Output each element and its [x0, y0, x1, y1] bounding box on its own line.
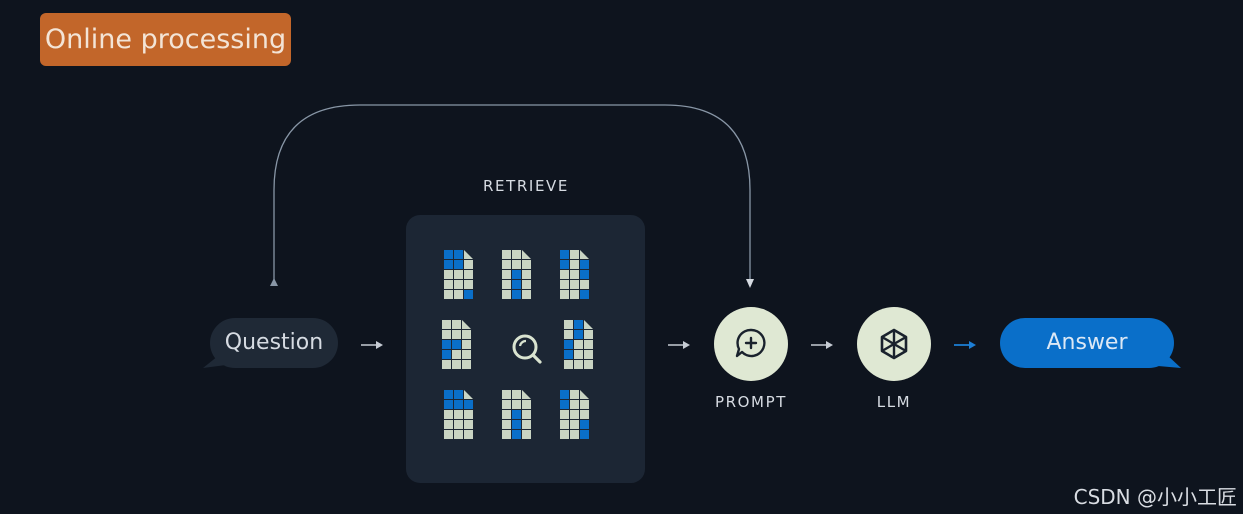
document-grid-icon	[560, 390, 589, 439]
prompt-label: PROMPT	[714, 393, 788, 411]
arrow-prompt-to-llm	[811, 341, 833, 349]
arc-start-arrowhead	[270, 278, 278, 286]
question-label: Question	[224, 330, 324, 355]
document-grid-icon	[560, 250, 589, 299]
chat-plus-icon	[735, 328, 766, 358]
document-grid-icon	[444, 390, 473, 439]
online-processing-badge: Online processing	[40, 13, 291, 66]
document-grid-icon	[442, 320, 471, 369]
question-bubble	[203, 318, 338, 368]
arrow-question-to-retrieve	[361, 341, 383, 349]
arc-end-arrowhead	[746, 279, 754, 288]
hexagon-cube-icon	[880, 328, 908, 360]
document-grid-icon	[502, 250, 531, 299]
document-grid-icon	[502, 390, 531, 439]
magnifier-icon	[512, 334, 542, 364]
retrieve-label: RETRIEVE	[483, 177, 569, 195]
llm-label: LLM	[876, 393, 912, 411]
bypass-arc	[273, 104, 751, 284]
watermark: CSDN @小小工匠	[1073, 485, 1237, 509]
document-grid-icon	[564, 320, 593, 369]
document-grid-icon	[444, 250, 473, 299]
arrow-llm-to-answer	[954, 341, 976, 349]
arrow-retrieve-to-prompt	[668, 341, 690, 349]
answer-bubble	[1000, 318, 1181, 368]
answer-label: Answer	[1046, 330, 1128, 355]
